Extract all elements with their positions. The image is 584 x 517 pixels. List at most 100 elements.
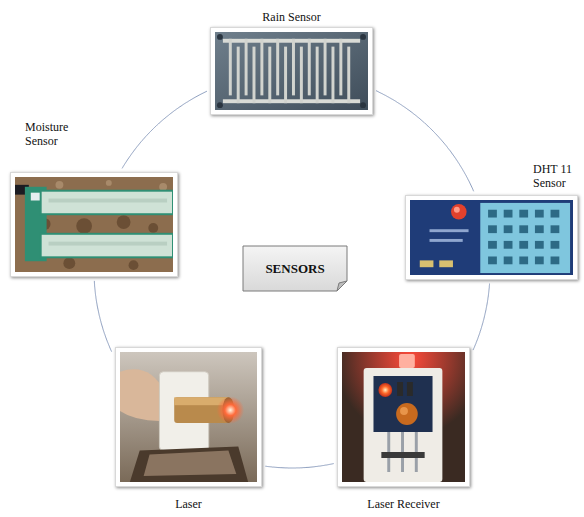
picture-detail: [347, 47, 350, 104]
picture-detail: [378, 383, 392, 397]
sensor-photo-node: Laser: [115, 347, 262, 487]
picture-detail: [144, 450, 237, 476]
ring-connector: [376, 91, 474, 192]
picture-detail: [342, 352, 465, 482]
picture-detail: [551, 256, 560, 264]
picture-detail: [215, 32, 368, 110]
rain-sensor-picture: [215, 32, 368, 110]
picture-detail: [268, 47, 271, 104]
picture-detail: [504, 225, 513, 233]
sensor-caption: DHT 11 Sensor: [533, 162, 579, 190]
photo-frame: [405, 195, 578, 280]
picture-detail: [237, 47, 240, 104]
picture-detail: [451, 204, 467, 220]
picture-detail: [381, 452, 424, 458]
picture-detail: [519, 256, 528, 264]
photo-frame: [10, 172, 178, 277]
picture-detail: [430, 229, 469, 232]
picture-detail: [535, 210, 544, 218]
picture-detail: [488, 210, 497, 218]
picture-detail: [364, 368, 443, 482]
picture-detail: [217, 396, 245, 424]
picture-detail: [397, 382, 403, 396]
picture-detail: [373, 376, 432, 432]
picture-detail: [488, 225, 497, 233]
photo-frame: [115, 347, 262, 487]
picture-detail: [535, 256, 544, 264]
picture-detail: [55, 181, 63, 189]
picture-detail: [229, 39, 350, 103]
picture-detail: [488, 256, 497, 264]
picture-detail: [396, 403, 418, 425]
picture-detail: [63, 257, 75, 269]
picture-detail: [15, 177, 173, 272]
picture-detail: [106, 180, 112, 186]
picture-detail: [300, 47, 303, 104]
picture-detail: [49, 242, 168, 246]
picture-detail: [217, 102, 223, 108]
picture-detail: [399, 354, 415, 368]
picture-detail: [519, 241, 528, 249]
picture-detail: [217, 34, 223, 40]
note-body: [243, 246, 347, 291]
dht11-sensor-picture: [410, 200, 573, 275]
picture-detail: [535, 241, 544, 249]
picture-detail: [480, 203, 570, 273]
picture-detail: [400, 407, 408, 415]
sensor-photo-node: Moisture Sensor: [10, 172, 178, 277]
laser-picture: [120, 352, 257, 482]
picture-detail: [504, 256, 513, 264]
sensor-caption: Rain Sensor: [262, 10, 320, 24]
picture-detail: [253, 47, 256, 104]
picture-detail: [454, 207, 460, 213]
picture-detail: [129, 260, 139, 270]
picture-detail: [535, 225, 544, 233]
picture-detail: [504, 241, 513, 249]
picture-detail: [551, 225, 560, 233]
laser-receiver-picture: [342, 352, 465, 482]
photo-frame: [210, 27, 373, 115]
picture-detail: [120, 369, 164, 421]
picture-detail: [316, 47, 319, 104]
picture-detail: [407, 382, 413, 396]
picture-detail: [420, 260, 434, 267]
picture-detail: [488, 241, 497, 249]
picture-detail: [519, 225, 528, 233]
sensor-photo-node: Laser Receiver: [337, 347, 470, 487]
photo-frame: [337, 347, 470, 487]
picture-detail: [324, 39, 327, 96]
picture-detail: [331, 47, 334, 104]
picture-detail: [339, 39, 342, 96]
moisture-sensor-picture: [15, 177, 173, 272]
title-note-box: SENSORS: [242, 245, 348, 292]
picture-detail: [76, 218, 92, 234]
picture-detail: [120, 352, 257, 482]
picture-detail: [130, 447, 248, 482]
sensor-caption: Moisture Sensor: [25, 120, 87, 148]
ring-connector: [265, 464, 333, 468]
picture-detail: [292, 39, 295, 96]
title-text: SENSORS: [265, 261, 324, 277]
picture-detail: [504, 210, 513, 218]
picture-detail: [308, 39, 311, 96]
ring-connector: [94, 281, 111, 352]
picture-detail: [117, 215, 131, 229]
picture-detail: [551, 210, 560, 218]
ring-connector: [473, 284, 489, 351]
picture-detail: [439, 260, 453, 267]
note-fold: [337, 281, 347, 291]
picture-detail: [260, 39, 263, 96]
sensor-caption: Laser: [175, 497, 202, 511]
picture-detail: [41, 234, 173, 258]
picture-detail: [223, 99, 360, 103]
picture-detail: [360, 34, 366, 40]
picture-detail: [49, 199, 168, 203]
sensor-caption: Laser Receiver: [367, 497, 439, 511]
sensor-photo-node: Rain Sensor: [210, 27, 373, 115]
ring-connector: [122, 91, 207, 168]
picture-detail: [360, 102, 366, 108]
picture-detail: [41, 191, 173, 215]
picture-detail: [551, 241, 560, 249]
picture-detail: [410, 200, 573, 275]
